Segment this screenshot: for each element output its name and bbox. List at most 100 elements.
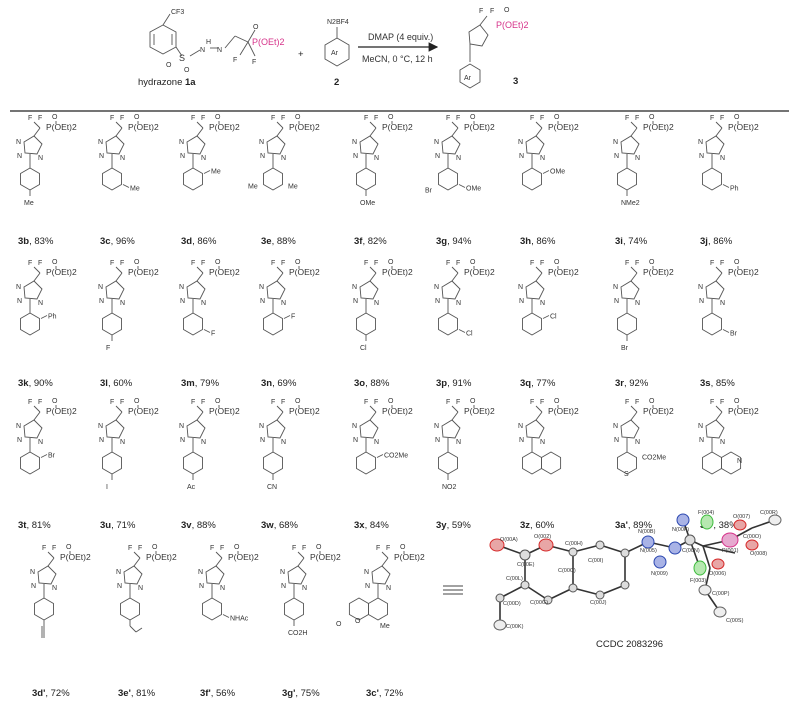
n-label: N (179, 139, 184, 146)
f-label: F (456, 260, 460, 267)
n-label: N (353, 298, 358, 305)
crystal-atom-label: O(006) (709, 571, 726, 577)
crystal-atom-label: O(002) (534, 534, 551, 540)
equivalence-symbol (443, 585, 463, 595)
n-label: N (281, 439, 286, 446)
product-caption: 3e', 81% (118, 688, 156, 699)
hydrazone-o1-label: O (166, 62, 172, 69)
n-label: N (435, 298, 440, 305)
n-label: N (31, 583, 36, 590)
product-f1: F (479, 8, 483, 15)
diazonium-label: N2BF4 (327, 19, 349, 26)
n-label: N (98, 284, 103, 291)
n-label: N (614, 437, 619, 444)
crystal-atom-label: N(00F) (672, 527, 689, 533)
crystal-atom-label: C(00C) (558, 568, 576, 574)
crystal-atom-label: P(001) (722, 548, 739, 554)
phosphonate-label: P(OEt)2 (382, 122, 413, 132)
f-label: F (540, 399, 544, 406)
reagent-diazonium (324, 27, 350, 67)
n-label: N (435, 437, 440, 444)
f-label: F (446, 399, 450, 406)
n-label: N (16, 139, 21, 146)
f-label: F (28, 399, 32, 406)
n-label: N (720, 300, 725, 307)
n-label: N (352, 139, 357, 146)
product-caption: 3y, 59% (436, 520, 471, 531)
product-caption: 3h, 86% (520, 236, 556, 247)
substituent-label: Me (130, 186, 140, 193)
n-label: N (116, 569, 121, 576)
diazonium-id: 2 (334, 77, 339, 88)
o-label: O (295, 398, 301, 405)
substituent-label: NHAc (230, 616, 249, 623)
crystal-atom-label: C(00K) (506, 624, 524, 630)
o-label: O (554, 398, 560, 405)
n-label: N (201, 155, 206, 162)
o-label: O (734, 398, 740, 405)
product-caption: 3d, 86% (181, 236, 217, 247)
o-label: O (215, 114, 221, 121)
diazonium-ar-label: Ar (331, 50, 339, 57)
o-label: O (734, 259, 740, 266)
f-label: F (138, 545, 142, 552)
f-label: F (530, 115, 534, 122)
f-label: F (635, 399, 639, 406)
crystal-atom-label: C(00N) (682, 548, 700, 554)
n-label: N (38, 439, 43, 446)
phosphonate-label: P(OEt)2 (643, 122, 674, 132)
substituent-label: CN (267, 484, 277, 491)
n-label: N (699, 153, 704, 160)
substituent-label: F (211, 331, 215, 338)
product-caption: 3p, 91% (436, 378, 472, 389)
hydrazone-f2-label: F (252, 59, 256, 66)
phosphonate-label: P(OEt)2 (464, 267, 495, 277)
n-label: N (260, 298, 265, 305)
n-label: N (281, 155, 286, 162)
substituent-label: Cl (550, 314, 557, 321)
phosphonate-label: P(OEt)2 (643, 406, 674, 416)
substituent-label: Ph (730, 186, 739, 193)
n-label: N (698, 284, 703, 291)
product-caption: 3c, 96% (100, 236, 135, 247)
product-caption: 3x, 84% (354, 520, 389, 531)
n-label: N (17, 153, 22, 160)
f-label: F (364, 115, 368, 122)
hydrazone-h-label: H (206, 39, 211, 46)
n-label: N (38, 300, 43, 307)
phosphonate-label: P(OEt)2 (146, 552, 177, 562)
hydrazone-n2-label: N (217, 47, 222, 54)
phosphonate-label: P(OEt)2 (209, 122, 240, 132)
substituent-label: NMe2 (621, 200, 640, 207)
n-label: N (120, 439, 125, 446)
substituent-label: Br (425, 188, 433, 195)
f-label: F (374, 399, 378, 406)
n-label: N (260, 153, 265, 160)
n-label: N (99, 298, 104, 305)
f-label: F (271, 399, 275, 406)
crystal-atom-label: O(00A) (500, 537, 518, 543)
n-label: N (98, 423, 103, 430)
hydrazone-cf3-label: CF3 (171, 9, 184, 16)
o-label: O (52, 259, 58, 266)
product-caption: 3m, 79% (181, 378, 220, 389)
n-label: N (352, 284, 357, 291)
o-label: O (134, 259, 140, 266)
n-label: N (540, 439, 545, 446)
substituent-label: CO2Me (384, 453, 408, 460)
f-label: F (625, 399, 629, 406)
n-label: N (352, 423, 357, 430)
substituent-label: Br (730, 331, 738, 338)
f-label: F (128, 545, 132, 552)
n-label: N (374, 439, 379, 446)
product-id: 3 (513, 76, 518, 87)
f-label: F (446, 260, 450, 267)
o-label: O (66, 544, 72, 551)
n-label: N (17, 298, 22, 305)
